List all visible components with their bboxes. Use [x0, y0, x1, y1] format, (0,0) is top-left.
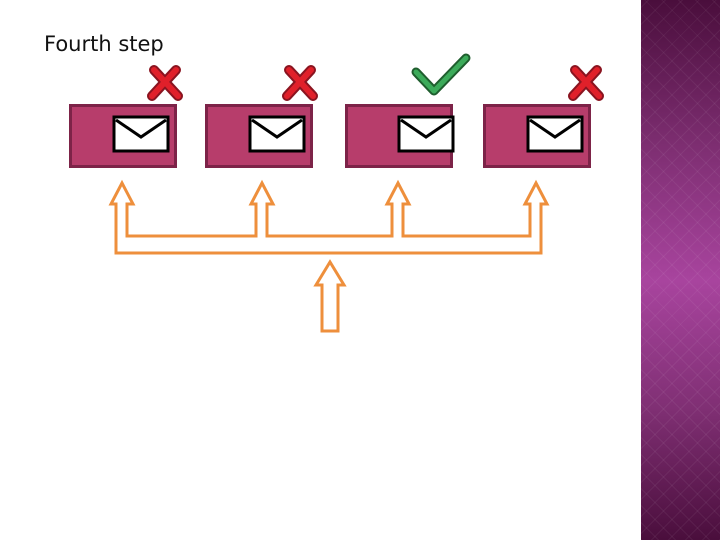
- arrow-bracket: [108, 179, 550, 255]
- cross-icon: [573, 70, 599, 96]
- input-arrow: [313, 259, 347, 333]
- check-icon: [411, 53, 471, 96]
- slide-title: Fourth step: [44, 32, 164, 56]
- decorative-sidebar: [641, 0, 720, 540]
- envelope-icon: [526, 115, 584, 153]
- cross-icon: [152, 70, 178, 96]
- envelope-icon: [397, 115, 455, 153]
- envelope-icon: [112, 115, 170, 153]
- envelope-icon: [248, 115, 306, 153]
- cross-icon: [287, 70, 313, 96]
